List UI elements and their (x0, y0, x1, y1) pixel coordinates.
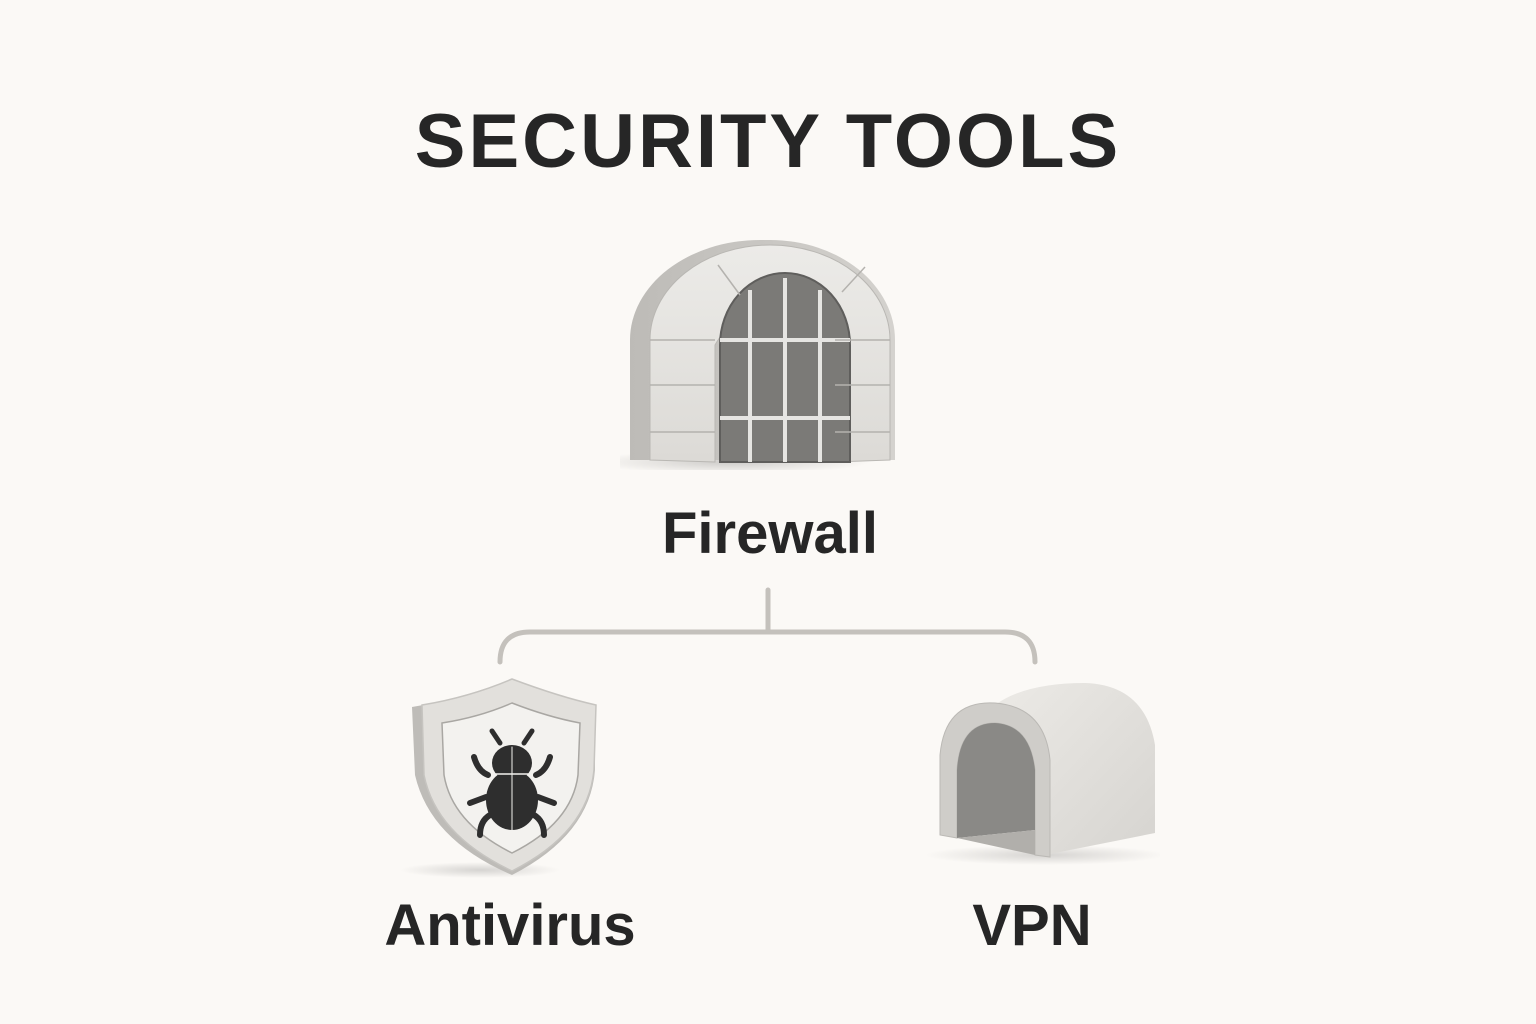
vpn-label: VPN (972, 893, 1092, 958)
firewall-label: Firewall (662, 501, 878, 566)
tree-connector (497, 587, 1038, 665)
shield-bug-icon (400, 678, 597, 878)
antivirus-label: Antivirus (384, 893, 636, 958)
page-title: SECURITY TOOLS (414, 99, 1122, 184)
tunnel-icon (925, 683, 1160, 865)
bug-icon (467, 728, 557, 838)
firewall-gate-icon (620, 240, 895, 470)
